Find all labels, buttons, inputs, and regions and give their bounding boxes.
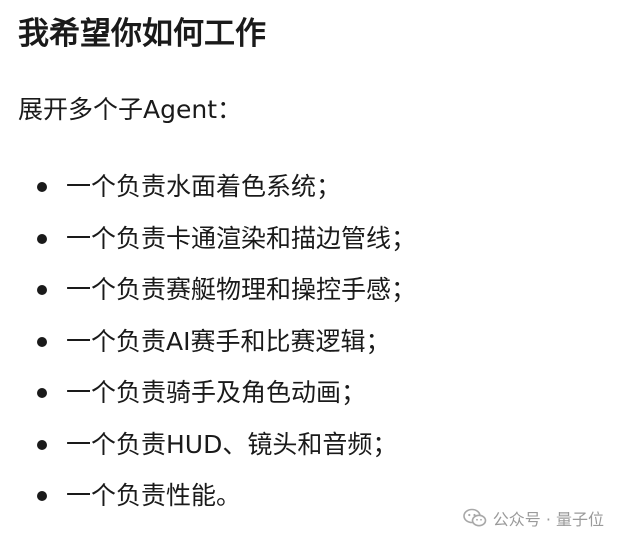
- page-title: 我希望你如何工作: [18, 16, 266, 52]
- list-item-text: 一个负责赛艇物理和操控手感；: [66, 275, 417, 304]
- wechat-icon: [462, 508, 487, 528]
- bullet-icon: [37, 388, 47, 398]
- list-item-text: 一个负责AI赛手和比赛逻辑；: [66, 326, 391, 356]
- list-item-text: 一个负责HUD、镜头和音频；: [66, 429, 398, 459]
- bullet-icon: [37, 336, 47, 347]
- bullet-icon: [37, 439, 47, 450]
- bullet-icon: [37, 182, 47, 192]
- list-item-text: 一个负责骑手及角色动画；: [66, 378, 367, 407]
- watermark: 公众号 · 量子位: [462, 506, 604, 530]
- bullet-icon: [37, 491, 47, 501]
- intro-text: 展开多个子Agent：: [18, 95, 242, 124]
- list-item-text: 一个负责性能。: [66, 481, 242, 510]
- bullet-icon: [37, 233, 47, 244]
- bullet-icon: [37, 285, 47, 295]
- list-item-text: 一个负责卡通渲染和描边管线；: [66, 223, 417, 253]
- list-item-text: 一个负责水面着色系统；: [66, 172, 342, 201]
- watermark-text: 公众号 · 量子位: [492, 510, 604, 529]
